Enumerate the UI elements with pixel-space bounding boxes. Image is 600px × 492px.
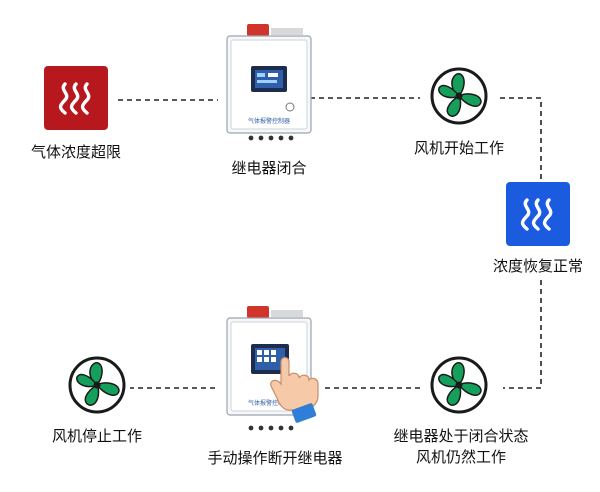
relay-still-closed-label-1: 继电器处于闭合状态: [393, 427, 529, 445]
fan-icon: [68, 356, 126, 414]
panel-text-bottom: 气体报警控制器: [248, 399, 290, 407]
relay-closed-label: 继电器闭合: [231, 159, 307, 177]
fan-stop-label: 风机停止工作: [51, 427, 142, 445]
gas-alarm-controller-icon: 气体报警控制器: [223, 22, 315, 146]
fan-start-label: 风机开始工作: [413, 139, 504, 157]
hand-press-icon: [270, 356, 319, 423]
fan-icon: [430, 67, 488, 125]
manual-open-label: 手动操作断开继电器: [207, 449, 343, 467]
panel-text-top: 气体报警控制器: [248, 117, 290, 125]
fan-start-node: [429, 66, 489, 130]
relay-still-closed-label-2: 风机仍然工作: [415, 448, 506, 466]
fan-stop-node: [67, 355, 127, 419]
conc-normal-label: 浓度恢复正常: [492, 257, 583, 275]
gas-over-limit-label: 气体浓度超限: [30, 143, 121, 161]
relay-still-closed-node: [429, 355, 489, 419]
gas-alarm-controller-hand-icon: 气体报警控制器: [223, 304, 323, 448]
heat-blue-icon: [506, 182, 570, 246]
link-normal-to-relay-still: [503, 280, 542, 389]
gas-over-limit-node: [44, 66, 108, 130]
fan-icon: [430, 356, 488, 414]
conc-normal-node: [506, 182, 570, 246]
link-fan-to-normal: [500, 97, 542, 182]
heat-red-icon: [44, 66, 108, 130]
